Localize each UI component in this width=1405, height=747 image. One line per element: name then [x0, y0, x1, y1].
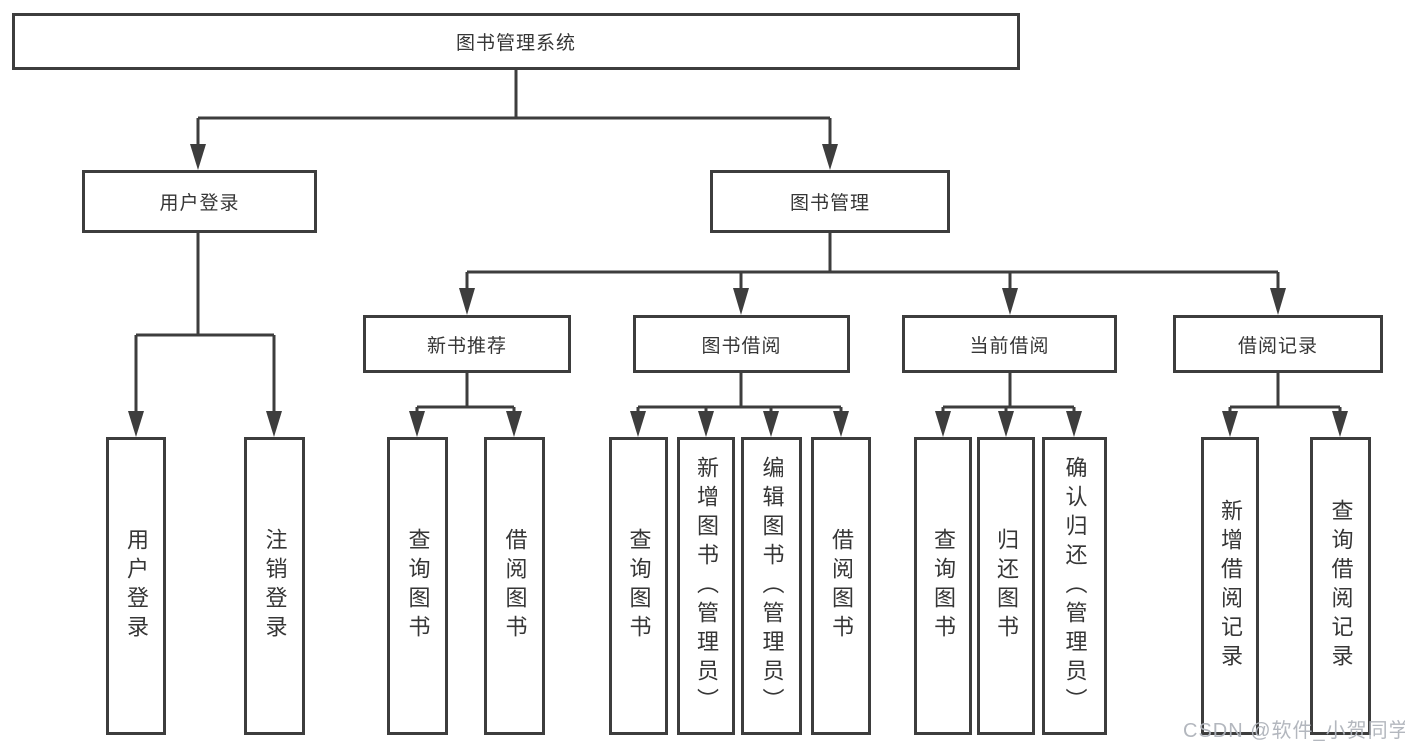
leaf-logout: 注销登录	[244, 437, 305, 735]
watermark-text: CSDN @软件_小贺同学	[1183, 720, 1405, 742]
leaf-label: 查询图书	[626, 528, 652, 644]
node-label: 用户登录	[159, 193, 240, 214]
leaf-confirm-return-admin: 确认归还（管理员）	[1042, 437, 1107, 735]
leaf-label: 查询图书	[405, 528, 431, 644]
node-label: 当前借阅	[969, 335, 1050, 357]
node-label: 图书借阅	[701, 335, 782, 357]
connector-current-borrow-to-leaves	[935, 373, 1082, 437]
leaf-borrow-books-recommend: 借阅图书	[484, 437, 545, 735]
leaf-edit-books-admin: 编辑图书（管理员）	[741, 437, 802, 735]
leaf-label: 新增借阅记录	[1218, 499, 1243, 673]
leaf-label: 用户登录	[124, 528, 149, 644]
leaf-label: 确认归还（管理员）	[1062, 455, 1088, 717]
leaf-query-books-recommend: 查询图书	[387, 437, 448, 735]
leaf-add-books-admin: 新增图书（管理员）	[677, 437, 735, 735]
leaf-query-books-current: 查询图书	[914, 437, 972, 735]
leaf-label: 归还图书	[994, 528, 1019, 644]
node-label: 新书推荐	[426, 335, 507, 357]
leaf-label: 注销登录	[262, 528, 288, 644]
leaf-label: 借阅图书	[502, 528, 528, 644]
node-new-book-recommendation: 新书推荐	[363, 315, 571, 373]
connector-borrow-records-to-leaves	[1222, 373, 1348, 437]
leaf-label: 编辑图书（管理员）	[759, 455, 785, 717]
node-label: 借阅记录	[1237, 335, 1318, 357]
connector-root-to-level2	[190, 70, 838, 170]
connector-book-borrow-to-leaves	[630, 373, 849, 437]
leaf-return-books: 归还图书	[977, 437, 1035, 735]
node-label: 图书管理系统	[455, 33, 576, 54]
connector-user-login-to-leaves	[128, 233, 282, 437]
node-book-management: 图书管理	[710, 170, 950, 233]
node-current-borrowing: 当前借阅	[902, 315, 1117, 373]
node-book-borrowing: 图书借阅	[633, 315, 850, 373]
node-label: 图书管理	[789, 193, 870, 214]
leaf-borrow-books: 借阅图书	[811, 437, 871, 735]
connector-book-management-to-level3	[459, 233, 1286, 315]
leaf-add-borrow-record: 新增借阅记录	[1201, 437, 1259, 735]
leaf-query-books-borrow: 查询图书	[609, 437, 668, 735]
leaf-label: 新增图书（管理员）	[694, 455, 719, 717]
leaf-user-login: 用户登录	[106, 437, 166, 735]
leaf-query-borrow-record: 查询借阅记录	[1310, 437, 1371, 735]
node-borrow-records: 借阅记录	[1173, 315, 1383, 373]
connector-new-book-recommend-to-leaves	[409, 373, 522, 437]
node-library-management-system: 图书管理系统	[12, 13, 1020, 70]
node-user-login: 用户登录	[82, 170, 317, 233]
leaf-label: 查询图书	[931, 528, 956, 644]
leaf-label: 查询借阅记录	[1328, 499, 1354, 673]
leaf-label: 借阅图书	[829, 528, 854, 644]
